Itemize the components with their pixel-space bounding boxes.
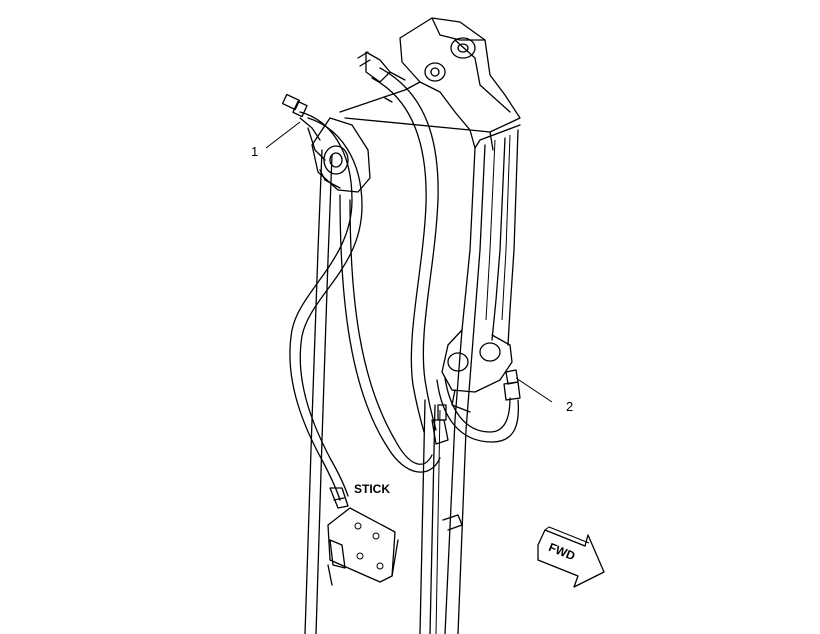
hose-1 — [281, 93, 363, 509]
hose-clamp-ring — [311, 117, 371, 193]
fwd-label: FWD — [547, 540, 578, 563]
callout-2-label: 2 — [566, 399, 573, 414]
stick-bracket — [327, 507, 463, 586]
stick-boom — [304, 17, 521, 634]
hose-3 — [436, 369, 521, 443]
callout-1-label: 1 — [251, 144, 258, 159]
callout-2-leader — [515, 377, 553, 403]
forward-arrow-icon: FWD — [537, 526, 605, 588]
callout-1-leader — [265, 121, 301, 149]
hose-2 — [339, 51, 449, 473]
stick-label: STICK — [354, 482, 390, 496]
